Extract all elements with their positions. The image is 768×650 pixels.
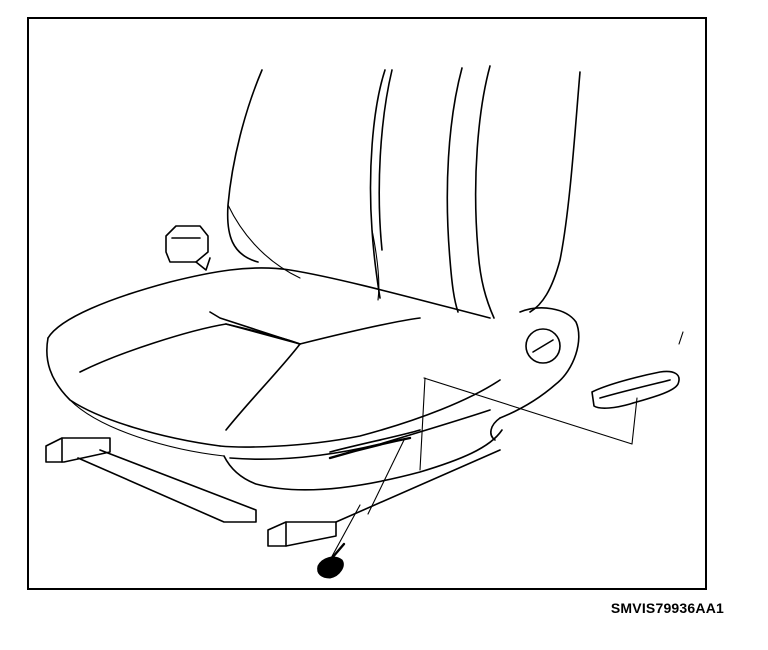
recliner-lever [591, 331, 684, 409]
side-shield [223, 307, 580, 491]
figure-frame [27, 17, 707, 590]
screw [317, 542, 346, 579]
seatbelt-buckle [165, 225, 211, 271]
leader-lines [329, 377, 638, 561]
figure-caption: SMVIS79936AA1 [610, 600, 724, 616]
seat-cushion [46, 267, 501, 457]
seat-rails [45, 437, 501, 547]
seatback [226, 65, 581, 319]
